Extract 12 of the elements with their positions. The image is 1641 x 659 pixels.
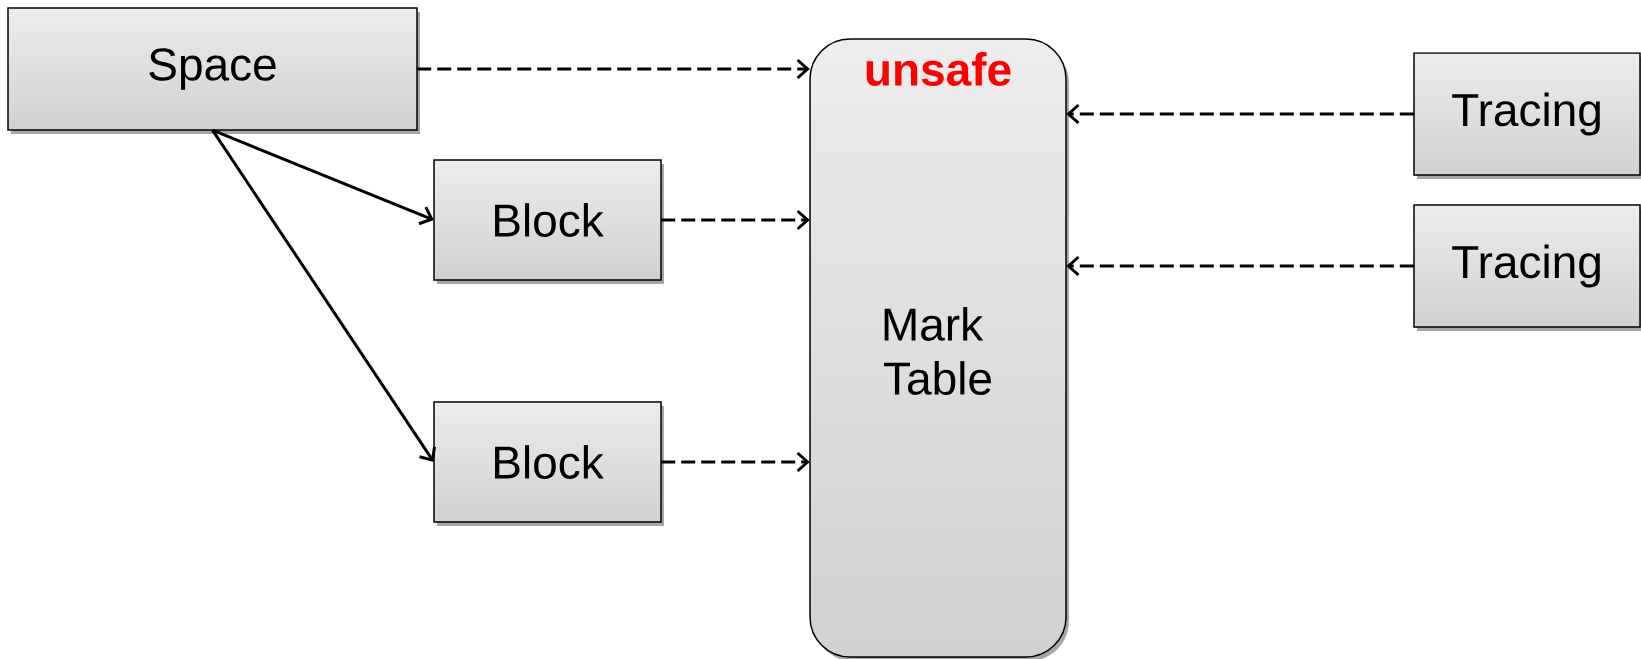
- process-box: Block: [433, 401, 664, 526]
- dashed-arrow: [1066, 103, 1414, 125]
- process-box: Space: [7, 7, 420, 134]
- dashed-arrow: [661, 451, 810, 473]
- process-box: Tracing: [1413, 204, 1641, 331]
- process-box: Block: [433, 159, 664, 284]
- dashed-arrow: [417, 58, 810, 80]
- dashed-arrow: [1066, 255, 1414, 277]
- arrow: [211, 128, 434, 226]
- dashed-arrow: [661, 209, 810, 231]
- arrow: [211, 129, 436, 462]
- process-box: Tracing: [1413, 52, 1641, 179]
